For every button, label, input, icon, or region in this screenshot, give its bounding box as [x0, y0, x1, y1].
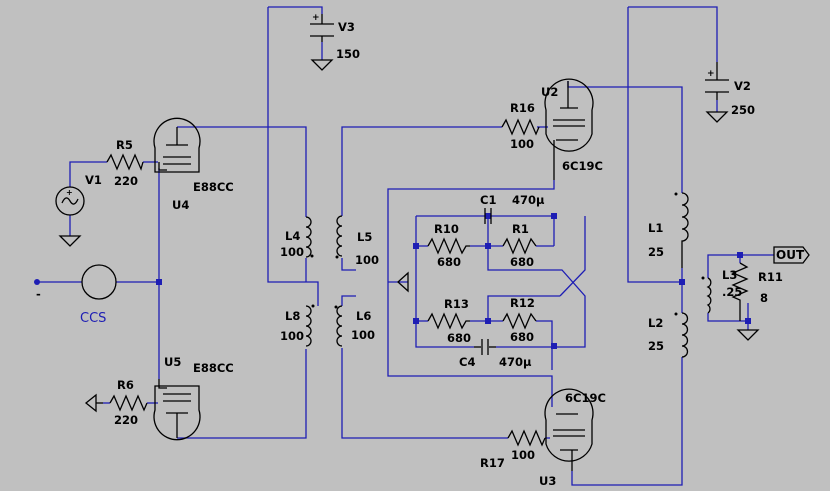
label-v2-val: 250	[731, 103, 755, 117]
wires	[37, 6, 774, 486]
label-out: OUT	[776, 248, 805, 262]
svg-text:+: +	[707, 69, 715, 79]
tube-u2: U2 6C19C	[541, 78, 603, 180]
resistor-r17: 100 R17	[480, 429, 546, 470]
tube-u5: U5 E88CC	[153, 355, 234, 441]
label-u3-type: 6C19C	[565, 391, 606, 405]
label-v2: V2	[734, 79, 751, 93]
label-c1: C1	[480, 193, 496, 207]
current-source-ccs: - CCS	[34, 264, 117, 326]
resistor-r16: R16 100	[501, 101, 540, 151]
label-v1: V1	[85, 173, 102, 187]
label-r11: R11	[758, 270, 783, 284]
label-ccs: CCS	[80, 311, 106, 326]
coupled-inductors-l4-l5: L4 100 L5 100	[280, 215, 379, 267]
label-l2-val: 25	[648, 339, 664, 353]
label-l3: L3	[722, 268, 737, 282]
capacitor-c1: C1 470µ	[480, 193, 545, 224]
label-l8-val: 100	[280, 329, 304, 343]
label-r13: R13	[444, 297, 469, 311]
label-l4: L4	[285, 229, 300, 243]
label-r11-val: 8	[760, 291, 768, 305]
label-l8: L8	[285, 309, 300, 323]
battery-v2: + V2 250	[705, 62, 755, 123]
svg-text:+: +	[312, 13, 320, 23]
ground-symbol-output	[736, 329, 760, 341]
label-u4-type: E88CC	[193, 180, 234, 194]
resistor-r13: R13 680	[427, 297, 471, 345]
label-r5-val: 220	[114, 174, 138, 188]
label-c1-val: 470µ	[512, 193, 545, 207]
resistor-r1: R1 680	[502, 222, 537, 269]
label-c4-val: 470µ	[499, 355, 532, 369]
label-c4: C4	[459, 355, 475, 369]
label-r17: R17	[480, 456, 505, 470]
capacitor-c4: C4 470µ	[459, 339, 532, 369]
label-v3: V3	[338, 20, 355, 34]
label-r17-val: 100	[511, 448, 535, 462]
label-r10: R10	[434, 222, 459, 236]
coupled-inductors-l8-l6: L8 100 L6 100	[280, 304, 375, 347]
label-l5-val: 100	[355, 253, 379, 267]
label-l6: L6	[356, 309, 371, 323]
resistor-r11: R11 8	[731, 262, 783, 321]
label-r13-val: 680	[447, 331, 471, 345]
battery-v3: + V3 150	[310, 13, 360, 71]
label-r12: R12	[510, 296, 535, 310]
inductor-l2: L2 25	[648, 312, 689, 358]
label-r5: R5	[116, 138, 133, 152]
label-l5: L5	[357, 230, 372, 244]
svg-text:+: +	[66, 188, 73, 197]
resistor-r12: R12 680	[502, 296, 537, 344]
label-r1: R1	[512, 222, 529, 236]
tube-u4: E88CC U4	[153, 117, 234, 212]
label-u2: U2	[541, 85, 558, 99]
label-r16-val: 100	[510, 137, 534, 151]
signal-source-v1: + V1	[55, 173, 102, 247]
label-u4: U4	[172, 198, 189, 212]
junctions	[156, 213, 751, 349]
label-r12-val: 680	[510, 330, 534, 344]
label-u5-type: E88CC	[193, 361, 234, 375]
label-l6-val: 100	[351, 328, 375, 342]
label-l2: L2	[648, 316, 663, 330]
label-r10-val: 680	[437, 255, 461, 269]
label-l1: L1	[648, 221, 663, 235]
resistor-r10: R10 680	[427, 222, 470, 269]
label-r6-val: 220	[114, 413, 138, 427]
label-l4-val: 100	[280, 245, 304, 259]
ground-symbol-center	[397, 271, 409, 293]
label-u3: U3	[539, 474, 556, 488]
label-r16: R16	[510, 101, 535, 115]
label-r1-val: 680	[510, 255, 534, 269]
label-u2-type: 6C19C	[562, 159, 603, 173]
output-port: OUT	[773, 246, 810, 264]
label-minus: -	[36, 287, 41, 301]
resistor-r5: R5 220	[106, 138, 144, 188]
inductor-l1: L1 25	[648, 192, 689, 268]
label-v3-val: 150	[336, 47, 360, 61]
label-r6: R6	[117, 378, 134, 392]
resistor-r6: R6 220	[84, 378, 148, 427]
tube-u3: 6C19C U3	[539, 388, 606, 488]
label-u5: U5	[164, 355, 181, 369]
label-l1-val: 25	[648, 245, 664, 259]
